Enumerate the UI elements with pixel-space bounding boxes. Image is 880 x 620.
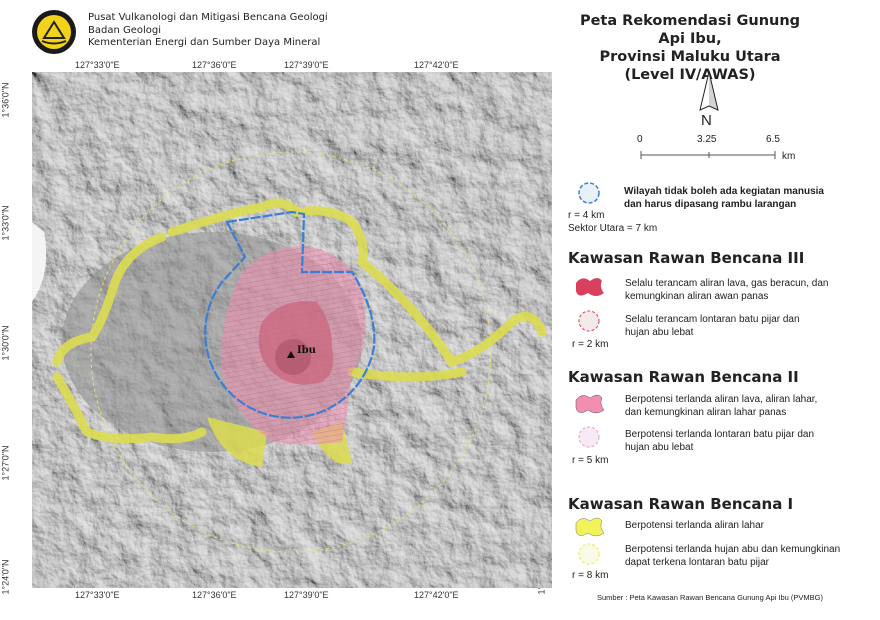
exclusion-zone-description: Wilayah tidak boleh ada kegiatan manusia…: [624, 185, 824, 211]
krb3-radius: r = 2 km: [572, 339, 609, 350]
lon-label: 127°39'0"E: [284, 590, 329, 600]
krb1-radius: r = 8 km: [572, 570, 609, 581]
krb3-flow-swatch: [576, 278, 604, 296]
krb2-radius: r = 5 km: [572, 455, 609, 466]
krb3-flow-description: Selalu terancam aliran lava, gas beracun…: [625, 277, 828, 303]
exclusion-zone: [204, 210, 376, 419]
lon-label: 127°33'0"E: [75, 60, 120, 70]
legend-text: Wilayah tidak boleh ada kegiatan manusia: [624, 186, 824, 197]
org-line: Kementerian Energi dan Sumber Daya Miner…: [88, 37, 321, 48]
legend-text: hujan abu lebat: [625, 442, 694, 453]
title-line: Peta Rekomendasi Gunung Api Ibu,: [579, 13, 801, 47]
lon-label: 127°42'0"E: [414, 590, 459, 600]
krb1-lahar-description: Berpotensi terlanda aliran lahar: [625, 519, 764, 532]
krb2-flow-swatch: [575, 394, 605, 414]
sea: [32, 222, 47, 302]
title-line: Provinsi Maluku Utara: [599, 49, 781, 65]
scale-line: [640, 151, 776, 159]
lat-label: 1°33'0"N: [0, 205, 11, 241]
krb1-radius-swatch: [578, 543, 600, 565]
legend-text: hujan abu lebat: [625, 327, 694, 338]
title-line: (Level IV/AWAS): [624, 67, 756, 83]
exclusion-sector: Sektor Utara = 7 km: [568, 223, 658, 234]
krb2-radius-swatch: [578, 426, 600, 448]
organization-header: Pusat Vulkanologi dan Mitigasi Bencana G…: [88, 12, 328, 50]
hazard-map[interactable]: Ibu: [32, 72, 552, 588]
krb2-flow-description: Berpotensi terlanda aliran lava, aliran …: [625, 393, 817, 419]
exclusion-zone-swatch: [578, 182, 600, 204]
volcano-label: Ibu: [297, 345, 316, 356]
map-title: Peta Rekomendasi Gunung Api Ibu, Provins…: [565, 12, 815, 84]
lat-label: 1°24'0"N: [0, 559, 11, 595]
krb3-heading: Kawasan Rawan Bencana III: [568, 249, 805, 267]
pvmbg-logo: [32, 10, 76, 54]
lon-label: 127°39'0"E: [284, 60, 329, 70]
legend-text: Selalu terancam aliran lava, gas beracun…: [625, 278, 829, 289]
legend-text: dapat terkena lontaran batu pijar: [625, 557, 769, 568]
legend-text: Berpotensi terlanda lontaran batu pijar …: [625, 429, 815, 440]
krb1-lahar: [207, 417, 352, 467]
north-label: N: [701, 112, 712, 129]
lon-label: 127°33'0"E: [75, 590, 120, 600]
source-credit: Sumber : Peta Kawasan Rawan Bencana Gunu…: [597, 593, 823, 602]
krb1-heading: Kawasan Rawan Bencana I: [568, 495, 794, 513]
legend-text: Berpotensi terlanda hujan abu dan kemung…: [625, 544, 841, 555]
lat-label: 1°30'0"N: [0, 325, 11, 361]
krb3-radius-description: Selalu terancam lontaran batu pijar dan …: [625, 313, 800, 339]
lon-label: 127°36'0"E: [192, 590, 237, 600]
org-line: Pusat Vulkanologi dan Mitigasi Bencana G…: [88, 12, 328, 23]
lat-label: 1°36'0"N: [0, 82, 11, 118]
north-arrow-icon: [699, 71, 719, 111]
lat-label: 1°27'0"N: [0, 445, 11, 481]
krb2-heading: Kawasan Rawan Bencana II: [568, 368, 799, 386]
legend-text: Berpotensi terlanda aliran lahar: [625, 520, 764, 531]
org-line: Badan Geologi: [88, 24, 162, 36]
exclusion-radius: r = 4 km: [568, 210, 605, 221]
lon-label: 127°42'0"E: [414, 60, 459, 70]
scale-unit: km: [782, 151, 796, 162]
krb3-radius-swatch: [578, 310, 600, 332]
legend-text: kemungkinan aliran awan panas: [625, 291, 769, 302]
krb1-radius: [90, 151, 492, 553]
krb1-radius-description: Berpotensi terlanda hujan abu dan kemung…: [625, 543, 840, 569]
volcano-summit-icon: [287, 351, 295, 358]
krb2-radius-description: Berpotensi terlanda lontaran batu pijar …: [625, 428, 814, 454]
legend-text: Selalu terancam lontaran batu pijar dan: [625, 314, 800, 325]
scale-tick: 3.25: [697, 134, 717, 145]
legend-text: dan harus dipasang rambu larangan: [624, 199, 797, 210]
scale-tick: 0: [637, 134, 643, 145]
legend-text: Berpotensi terlanda aliran lava, aliran …: [625, 394, 818, 405]
lon-label: 127°36'0"E: [192, 60, 237, 70]
scale-tick: 6.5: [766, 134, 780, 145]
krb1-lahar: [52, 198, 547, 444]
krb1-lahar-swatch: [575, 517, 605, 537]
legend-text: dan kemungkinan aliran lahar panas: [625, 407, 787, 418]
